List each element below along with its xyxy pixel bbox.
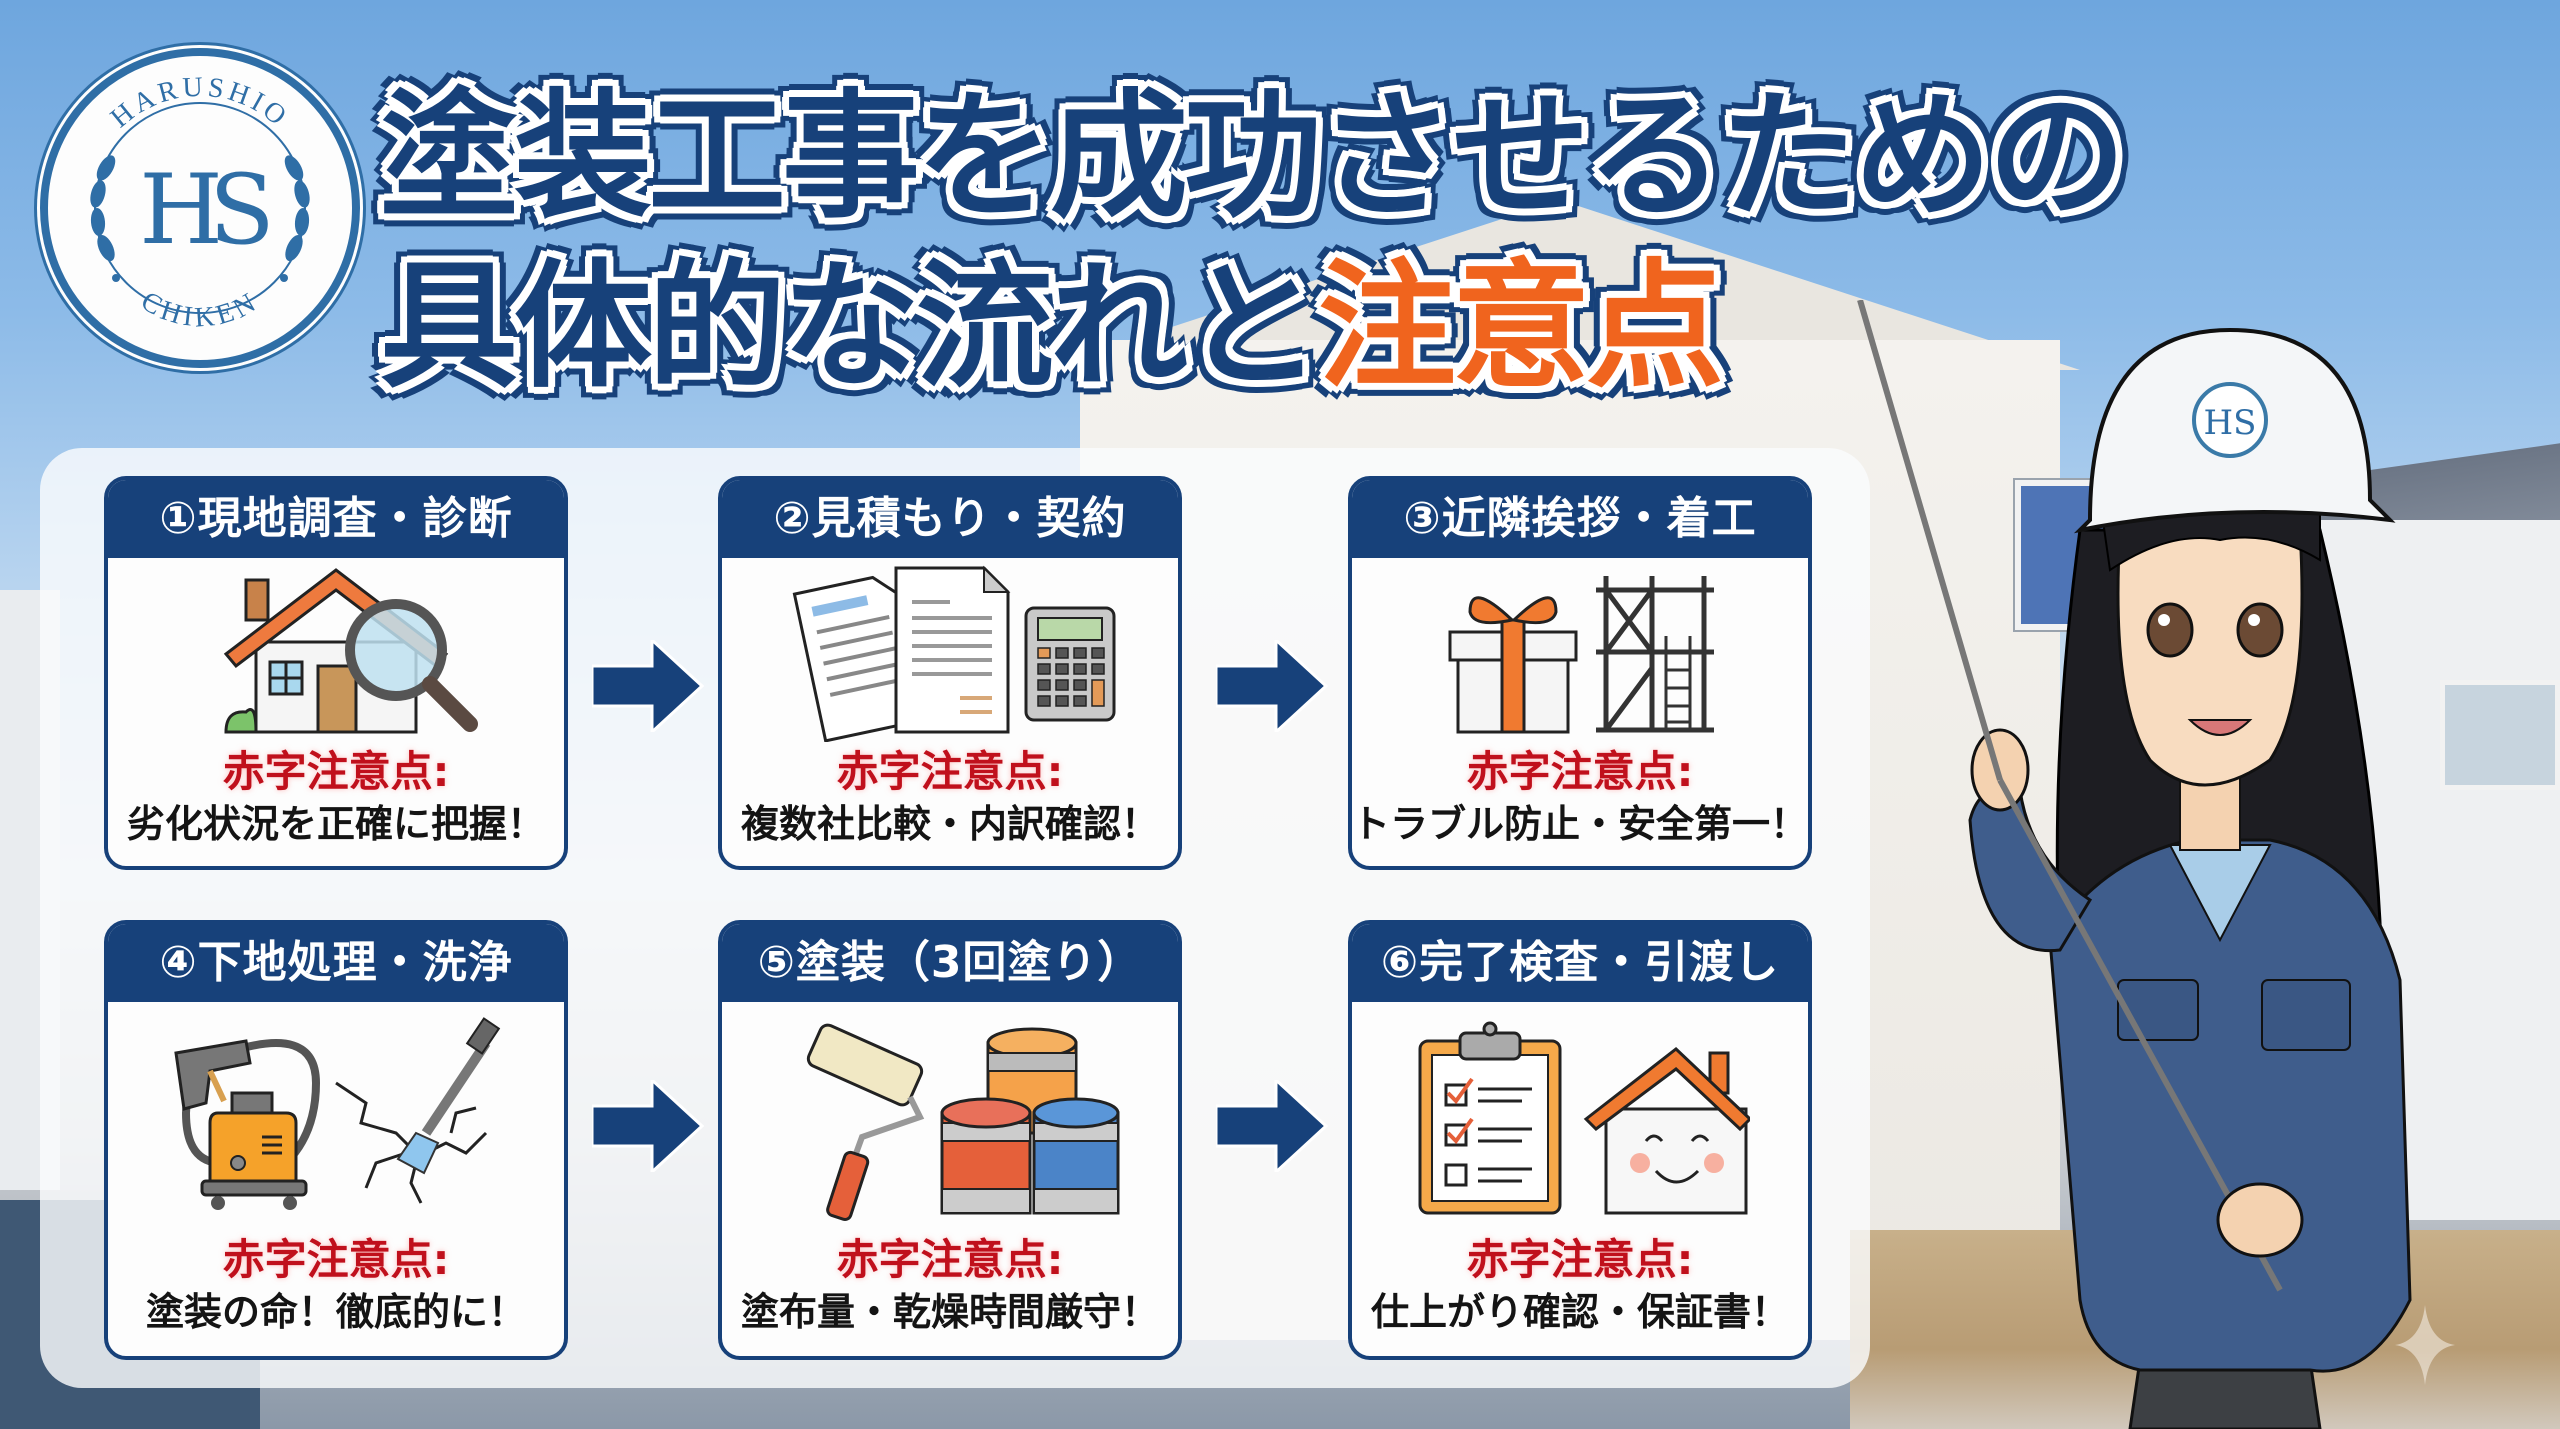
- caution-text: 塗装の命！徹底的に！: [145, 1290, 526, 1334]
- caution-label: 赤字注意点:: [222, 1235, 450, 1284]
- step-heading: ③近隣挨拶・着工: [1352, 480, 1808, 558]
- caution-label: 赤字注意点:: [836, 747, 1064, 796]
- caution-text: 仕上がり確認・保証書！: [1370, 1290, 1789, 1334]
- title-line-2-main: 具体的な流れと: [380, 246, 1322, 407]
- arrow-right-icon: [592, 640, 704, 732]
- arrow-right-icon: [1216, 1080, 1328, 1172]
- title-accent: 注意点: [1318, 246, 1724, 407]
- step-heading: ②見積もり・契約: [722, 480, 1178, 558]
- step-heading: ⑥完了検査・引渡し: [1352, 924, 1808, 1002]
- caution-text: 劣化状況を正確に把握！: [126, 802, 545, 846]
- worker-character-illustration: HS: [1857, 300, 2412, 1429]
- pressure-washer-crack-icon: [174, 1017, 501, 1210]
- step-card-2: ②見積もり・契約 赤字注意点: 複数社比較・内訳確認！: [718, 476, 1182, 870]
- company-logo: HARUSHIO CHIKEN HS: [40, 48, 360, 368]
- roller-paint-cans-icon: [806, 1023, 1120, 1221]
- step-heading: ①現地調査・診断: [108, 480, 564, 558]
- sparkle-icon: [2395, 1305, 2455, 1385]
- title-line-2: 具体的な流れと注意点: [380, 242, 2122, 412]
- page-title: 塗装工事を成功させるための 具体的な流れと注意点: [380, 72, 2126, 412]
- arrow-right-icon: [592, 1080, 704, 1172]
- helmet-logo-icon: [2192, 382, 2268, 458]
- estimate-documents-calculator-icon: [792, 565, 1116, 742]
- caution-text: 複数社比較・内訳確認！: [740, 802, 1159, 846]
- checklist-smiling-house-icon: [1418, 1021, 1750, 1215]
- house-window: [2440, 680, 2560, 790]
- step-card-1: ①現地調査・診断 赤字注意点: 劣化状況を正確に把握！: [104, 476, 568, 870]
- logo-monogram: HS: [139, 154, 274, 266]
- caution-text: トラブル防止・安全第一！: [1352, 802, 1809, 846]
- title-line-1: 塗装工事を成功させるための: [380, 76, 2126, 237]
- arrow-right-icon: [1216, 640, 1328, 732]
- step-card-5: ⑤塗装（3回塗り） 赤字注意点: 塗布量・乾燥時間厳守！: [718, 920, 1182, 1360]
- caution-label: 赤字注意点:: [1466, 1235, 1694, 1284]
- caution-text: 塗布量・乾燥時間厳守！: [740, 1290, 1159, 1334]
- caution-label: 赤字注意点:: [222, 747, 450, 796]
- house-magnifier-icon: [223, 568, 478, 734]
- step-card-4: ④下地処理・洗浄 赤字注意点: 塗装の命！徹底的に！: [104, 920, 568, 1360]
- step-heading: ④下地処理・洗浄: [108, 924, 564, 1002]
- gift-scaffolding-icon: [1448, 576, 1714, 734]
- step-card-6: ⑥完了検査・引渡し 赤字注意点:: [1348, 920, 1812, 1360]
- logo-inner-ring: [94, 102, 306, 314]
- caution-label: 赤字注意点:: [836, 1235, 1064, 1284]
- step-card-3: ③近隣挨拶・着工 赤字注意点: トラブル防止・安全第一！: [1348, 476, 1812, 870]
- step-heading: ⑤塗装（3回塗り）: [722, 924, 1178, 1002]
- svg-text:HS: HS: [2204, 403, 2257, 443]
- caution-label: 赤字注意点:: [1466, 747, 1694, 796]
